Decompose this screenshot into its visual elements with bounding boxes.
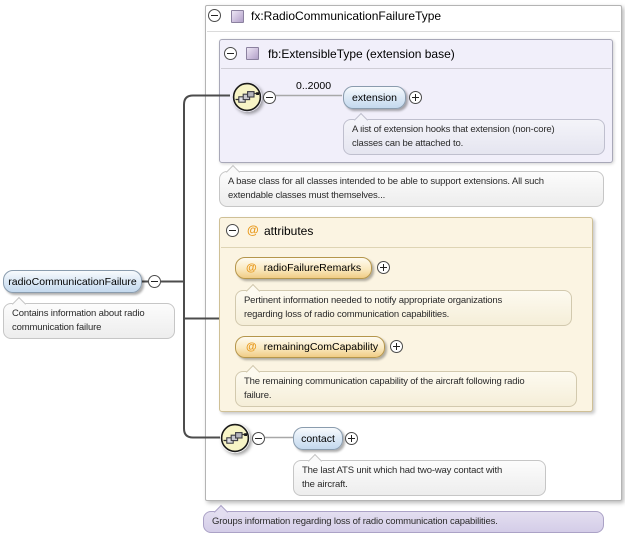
divider bbox=[207, 31, 620, 32]
type-title: fx:RadioCommunicationFailureType bbox=[251, 9, 442, 23]
annotation-radioCommunicationFailure: Contains information about radio communi… bbox=[3, 296, 175, 339]
sequence-icon[interactable] bbox=[232, 82, 262, 112]
attribute-marker-icon: @ bbox=[246, 340, 257, 353]
annotation-radioFailureRemarks: Pertinent information needed to notify a… bbox=[235, 283, 572, 326]
collapse-icon[interactable] bbox=[148, 275, 161, 288]
collapse-icon[interactable] bbox=[208, 9, 221, 22]
collapse-icon[interactable] bbox=[224, 47, 237, 60]
attribute-marker-icon: @ bbox=[247, 223, 259, 237]
attributes-box: @ attributes @ radioFailureRemarks Perti… bbox=[219, 217, 593, 412]
divider bbox=[221, 68, 611, 69]
annotation-text: Contains information about radio communi… bbox=[12, 308, 145, 333]
attribute-radioFailureRemarks[interactable]: @ radioFailureRemarks bbox=[235, 257, 372, 279]
extension-base-title: fb:ExtensibleType (extension base) bbox=[268, 47, 455, 61]
annotation-contact: The last ATS unit which had two-way cont… bbox=[293, 453, 546, 496]
complextype-icon bbox=[246, 47, 259, 60]
annotation-text: A base class for all classes intended to… bbox=[228, 176, 544, 201]
element-radioCommunicationFailure[interactable]: radioCommunicationFailure bbox=[3, 270, 142, 293]
annotation-extension: A list of extension hooks that extension… bbox=[343, 112, 605, 155]
annotation-text: Pertinent information needed to notify a… bbox=[244, 295, 503, 320]
annotation-text: A list of extension hooks that extension… bbox=[352, 124, 555, 149]
attribute-label: remainingComCapability bbox=[263, 341, 379, 353]
element-contact[interactable]: contact bbox=[293, 427, 343, 450]
collapse-icon[interactable] bbox=[226, 224, 239, 237]
annotation-remainingComCapability: The remaining communication capability o… bbox=[235, 364, 577, 407]
expand-icon[interactable] bbox=[377, 261, 390, 274]
annotation-text: Groups information regarding loss of rad… bbox=[212, 516, 498, 527]
collapse-icon[interactable] bbox=[263, 91, 276, 104]
collapse-icon[interactable] bbox=[252, 432, 265, 445]
sequence-icon[interactable] bbox=[220, 423, 250, 453]
expand-icon[interactable] bbox=[390, 340, 403, 353]
annotation-group: Groups information regarding loss of rad… bbox=[203, 504, 604, 533]
attribute-marker-icon: @ bbox=[246, 261, 257, 274]
attributes-title: attributes bbox=[264, 224, 314, 238]
complex-type-box: fx:RadioCommunicationFailureType fb:Exte… bbox=[205, 5, 622, 501]
divider bbox=[221, 247, 591, 248]
attribute-remainingComCapability[interactable]: @ remainingComCapability bbox=[235, 336, 385, 358]
cardinality-label: 0..2000 bbox=[296, 80, 332, 92]
expand-icon[interactable] bbox=[345, 432, 358, 445]
annotation-text: The remaining communication capability o… bbox=[244, 376, 525, 401]
annotation-text: The last ATS unit which had two-way cont… bbox=[302, 465, 503, 490]
attribute-label: radioFailureRemarks bbox=[263, 262, 362, 274]
annotation-extension-base: A base class for all classes intended to… bbox=[219, 164, 604, 207]
complextype-icon bbox=[231, 10, 244, 23]
extension-base-box: fb:ExtensibleType (extension base) 0..20… bbox=[219, 39, 613, 163]
element-extension[interactable]: extension bbox=[343, 86, 406, 109]
expand-icon[interactable] bbox=[409, 91, 422, 104]
